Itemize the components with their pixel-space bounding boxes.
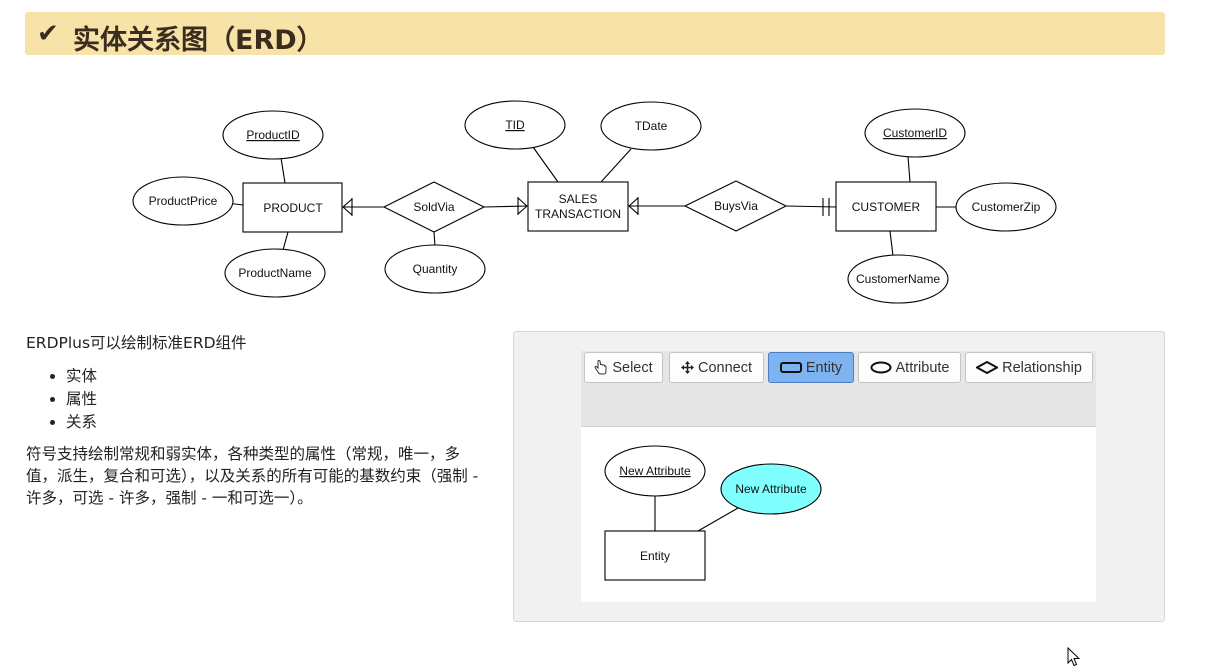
relationship-soldvia (382, 181, 486, 233)
canvas-connector (697, 507, 739, 532)
attribute-customerid (864, 108, 966, 158)
select-tool-button[interactable]: Select (584, 352, 663, 383)
connector-line (785, 205, 837, 208)
attribute-productid (222, 110, 324, 160)
canvas-attribute-1-label: New Attribute (619, 464, 691, 478)
relationship-buysvia-label: BuysVia (714, 199, 758, 213)
page-title: 实体关系图（ERD） (73, 25, 324, 56)
attribute-productid-label: ProductID (246, 128, 300, 142)
crows-foot-product-side (342, 198, 353, 216)
crows-foot-sales-side (517, 197, 528, 215)
attribute-tool-button[interactable]: Attribute (858, 352, 961, 383)
feature-list: 实体 属性 关系 (46, 365, 97, 434)
mouse-cursor-icon (1067, 647, 1081, 667)
canvas-entity-label: Entity (640, 549, 670, 563)
connector-line (889, 230, 894, 257)
relationship-tool-button[interactable]: Relationship (965, 352, 1093, 383)
list-item: 属性 (66, 388, 97, 411)
intro-text: ERDPlus可以绘制标准ERD组件 (26, 334, 247, 352)
relationship-soldvia-label: SoldVia (413, 200, 454, 214)
connector-line (280, 157, 286, 184)
canvas-attribute-1[interactable] (604, 445, 706, 497)
connect-tool-label: Connect (697, 359, 752, 376)
attribute-productname-label: ProductName (238, 266, 312, 280)
attribute-productprice (132, 176, 234, 226)
attribute-quantity-label: Quantity (413, 262, 458, 276)
attribute-productprice-label: ProductPrice (149, 194, 218, 208)
erd-diagram: ProductID ProductPrice ProductName Quant… (132, 100, 1057, 304)
attribute-customerzip-label: CustomerZip (972, 200, 1041, 214)
attribute-tid (464, 100, 566, 150)
editor-preview: Select Connect Entity Attribute (513, 331, 1165, 667)
select-tool-label: Select (612, 359, 653, 376)
canvas-attribute-2-label: New Attribute (735, 482, 807, 496)
attribute-tool-label: Attribute (895, 359, 950, 376)
attribute-tid-label: TID (505, 118, 525, 132)
attribute-quantity (384, 244, 486, 294)
checkmark-icon: ✔ (37, 19, 59, 49)
connector-line (433, 231, 436, 247)
relationship-tool-label: Relationship (1002, 359, 1082, 376)
attribute-productname (224, 248, 326, 298)
attribute-customerzip (955, 182, 1057, 232)
connector-line (282, 231, 289, 251)
title-banner: ✔ 实体关系图（ERD） (25, 12, 1165, 56)
attribute-customername (847, 254, 949, 304)
list-item: 实体 (66, 365, 97, 388)
entity-sales-transaction (527, 181, 629, 232)
entity-customer (835, 181, 937, 232)
ellipse-icon (870, 361, 891, 374)
attribute-customerid-label: CustomerID (883, 126, 947, 140)
diamond-icon (976, 361, 999, 374)
toolbar-area: Select Connect Entity Attribute (581, 351, 1096, 426)
description-text: 符号支持绘制常规和弱实体，各种类型的属性（常规，唯一，多值，派生，复合和可选），… (26, 445, 479, 507)
connector-line (907, 156, 911, 183)
canvas-entity[interactable] (604, 530, 706, 581)
list-item: 关系 (66, 411, 97, 434)
canvas-attribute-2[interactable] (720, 463, 822, 515)
connector-line (483, 205, 529, 208)
entity-product (242, 182, 343, 233)
canvas-drawing: New Attribute New Attribute Entity (604, 445, 822, 581)
mandatory-one-customer (822, 198, 830, 216)
move-arrows-icon (680, 361, 694, 374)
connect-tool-button[interactable]: Connect (669, 352, 764, 383)
hand-pointer-icon (594, 360, 607, 375)
entity-product-label: PRODUCT (263, 201, 323, 215)
diagram-canvas[interactable]: New Attribute New Attribute Entity (581, 426, 1096, 667)
relationship-buysvia (683, 180, 788, 232)
crows-foot-sales-buys (628, 197, 639, 215)
connector-line (532, 146, 559, 183)
rectangle-icon (779, 362, 802, 373)
attribute-customername-label: CustomerName (856, 272, 940, 286)
entity-tool-label: Entity (805, 359, 843, 376)
attribute-tdate (600, 101, 702, 151)
entity-customer-label: CUSTOMER (852, 200, 921, 214)
entity-sales-label-line2: TRANSACTION (535, 207, 621, 221)
entity-tool-button[interactable]: Entity (768, 352, 854, 383)
attribute-tdate-label: TDate (635, 119, 668, 133)
connector-line (600, 148, 632, 183)
entity-sales-label-line1: SALES (559, 192, 598, 206)
